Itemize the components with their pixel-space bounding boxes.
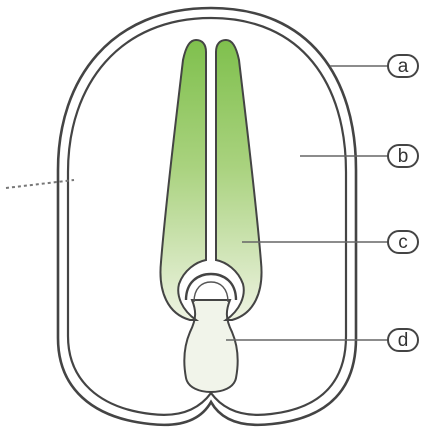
- label-badge-c: c: [388, 231, 418, 253]
- label-c: c: [398, 232, 408, 253]
- label-a: a: [398, 56, 409, 77]
- label-badge-b: b: [388, 145, 418, 167]
- label-badge-a: a: [388, 55, 418, 77]
- label-b: b: [398, 146, 409, 167]
- label-d: d: [398, 330, 409, 351]
- label-badge-d: d: [388, 329, 418, 351]
